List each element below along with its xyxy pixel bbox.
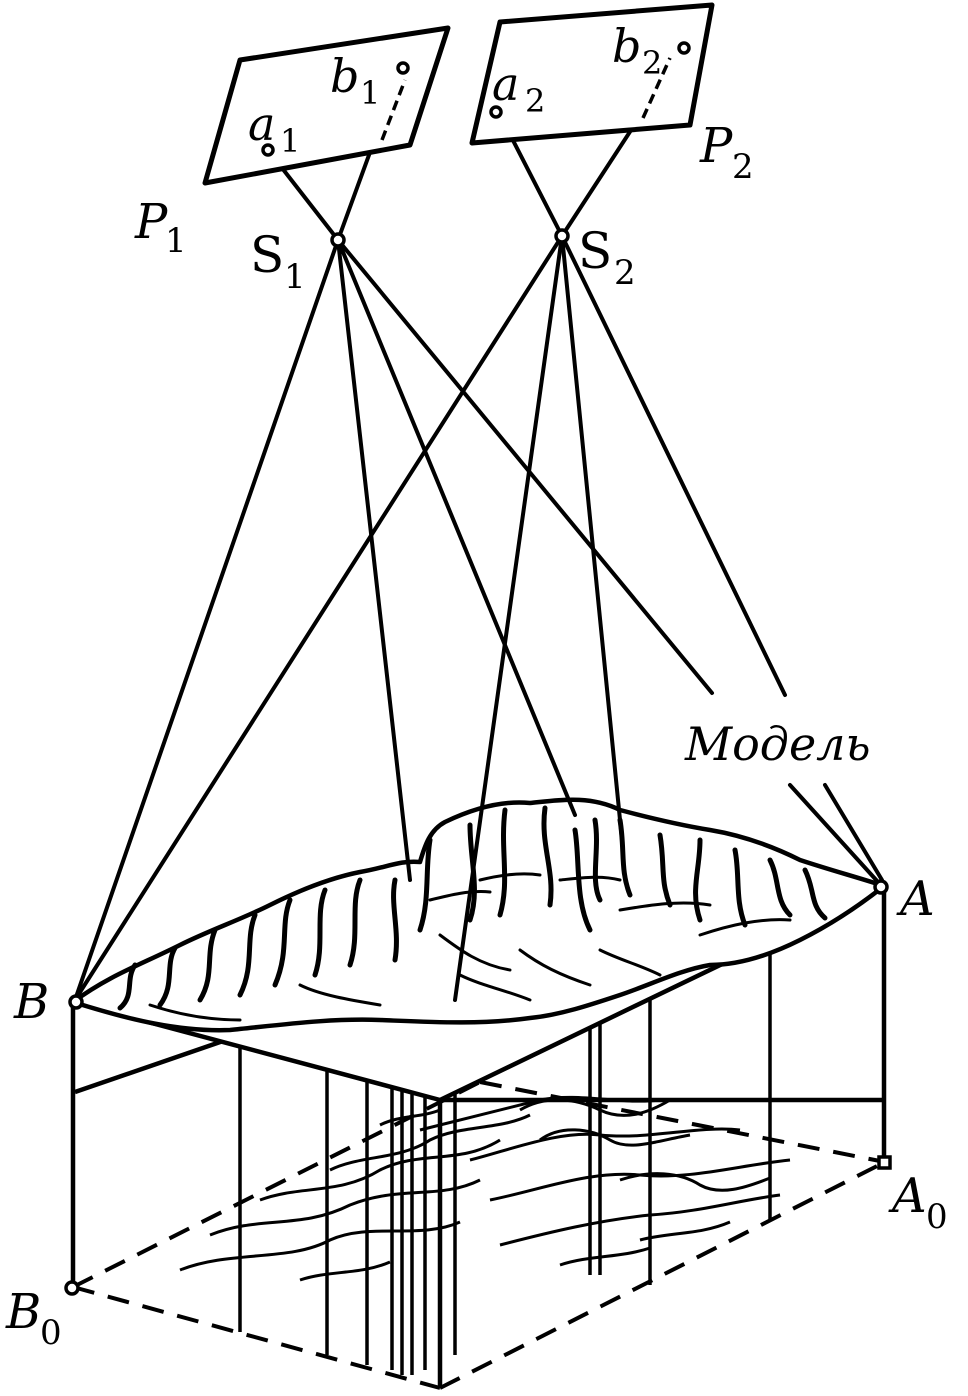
point-b2 (677, 41, 691, 55)
map-plane (72, 1080, 886, 1390)
point-S2 (554, 228, 570, 244)
label-P2-sub: 2 (732, 147, 754, 187)
terrain-model (70, 797, 887, 1033)
point-b1 (396, 61, 410, 75)
point-a1 (261, 143, 275, 157)
label-A0: A (888, 1168, 927, 1224)
label-A0-sub: 0 (926, 1197, 948, 1237)
label-B0: B (5, 1284, 41, 1340)
point-S1 (330, 232, 346, 248)
label-b1: b (330, 49, 359, 103)
map-edge-back (479, 1080, 886, 1164)
labels: a 1 b 1 a 2 b 2 P 1 P 2 S 1 S 2 Модель A… (5, 19, 948, 1353)
label-S2-sub: 2 (614, 253, 636, 293)
label-B: B (13, 974, 49, 1030)
label-model: Модель (684, 717, 871, 771)
label-S1-sub: 1 (284, 257, 306, 297)
map-edge-left (72, 1080, 481, 1289)
map-edge-front (72, 1285, 441, 1390)
terrain-hatching (117, 805, 828, 1022)
model-leader-2 (823, 783, 884, 882)
label-a1-sub: 1 (280, 122, 300, 160)
label-A: A (896, 871, 935, 927)
map-edge-right (439, 1160, 886, 1390)
points (64, 41, 892, 1296)
point-B0 (64, 1280, 80, 1296)
label-P2: P (699, 118, 733, 174)
label-a1: a (248, 97, 275, 151)
point-A (873, 879, 889, 895)
photo-plane-P1 (202, 25, 451, 186)
terrain-surface (70, 797, 887, 1033)
label-P1: P (134, 194, 168, 250)
label-b2: b (612, 19, 641, 73)
point-B (68, 994, 84, 1010)
label-b1-sub: 1 (360, 74, 380, 112)
model-leader-1 (788, 783, 880, 884)
rays-from-S1 (73, 68, 714, 1002)
label-B0-sub: 0 (40, 1313, 62, 1353)
label-P1-sub: 1 (165, 221, 187, 261)
label-a2: a (492, 57, 519, 111)
label-S2: S (578, 222, 612, 280)
label-b2-sub: 2 (642, 44, 662, 82)
label-a2-sub: 2 (525, 82, 545, 120)
photo-plane-P2 (469, 2, 715, 146)
point-a2 (489, 105, 503, 119)
label-S1: S (250, 226, 284, 284)
point-A0 (877, 1155, 892, 1170)
